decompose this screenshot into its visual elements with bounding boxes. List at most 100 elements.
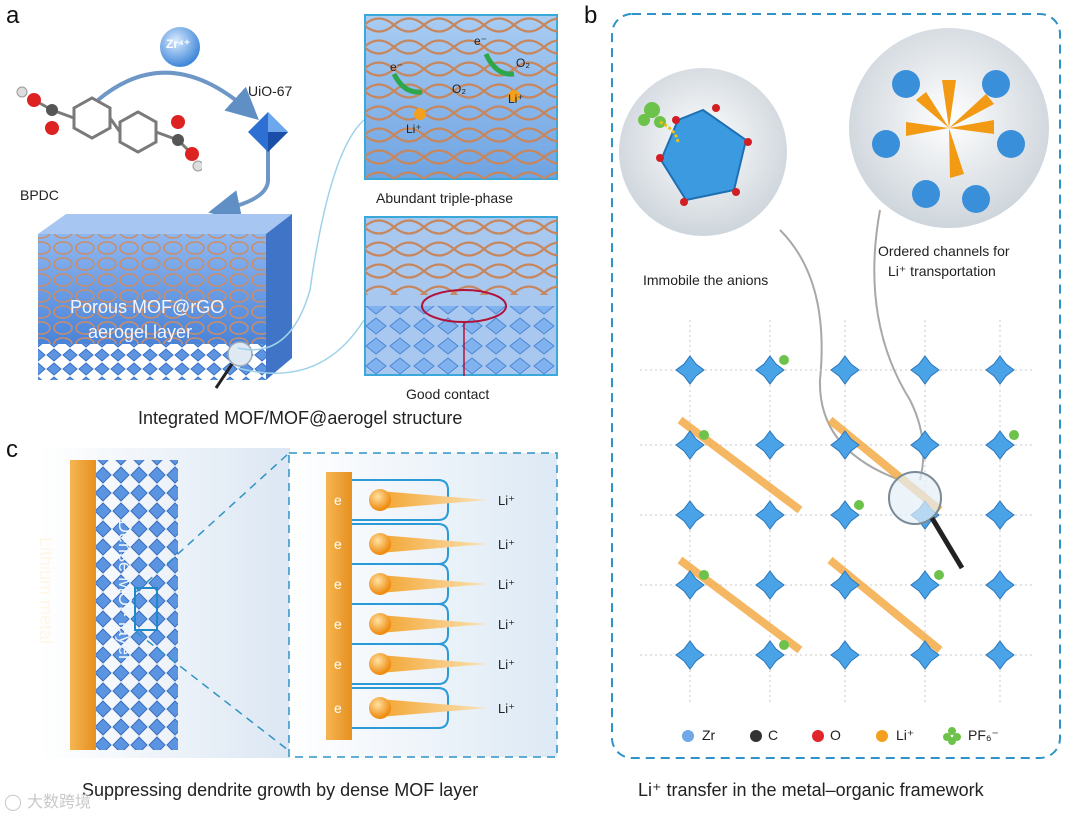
electron-label: e [334,656,342,672]
zr-cluster [830,640,860,670]
li-ion-label: Li⁺ [498,701,515,716]
ordered-channels-caption-line2: Li⁺ transportation [888,263,996,279]
mof-lattice [640,320,1035,705]
watermark-logo-icon: ◯ [4,792,22,811]
zr-cluster [830,570,860,600]
bpdc-label: BPDC [20,187,59,203]
legend-c-swatch [750,730,762,742]
panel-a-caption: Integrated MOF/MOF@aerogel structure [138,408,463,428]
zr-cluster [675,570,705,600]
bpdc-molecule [16,86,202,172]
electron-label: e [334,492,342,508]
zr-cluster [830,355,860,385]
panel-b-legend: Zr C O Li⁺ PF₆⁻ [680,724,1040,748]
uio67-label: UiO-67 [248,83,293,99]
zoom-lines [135,453,289,751]
li-flux-cone [380,655,488,673]
immobile-anions-circle [619,68,787,236]
zr-cluster [910,570,940,600]
zr-cluster [985,430,1015,460]
li-flux-cone [380,699,488,717]
panel-c-caption: Suppressing dendrite growth by dense MOF… [82,780,479,800]
li-flux-cone [380,535,488,553]
inset-oxygen-2: O₂ [516,56,530,70]
legend-o-swatch [812,730,824,742]
li-ion-ball [369,573,391,595]
watermark-text: 大数跨境 [27,792,92,811]
legend-pf6-swatch [943,727,961,745]
magnifier-lens [888,471,942,525]
zr-cluster [675,500,705,530]
panel-c-letter: c [6,436,18,463]
panel-b-caption: Li⁺ transfer in the metal–organic framew… [638,780,984,800]
dense-mof-schematic [40,448,290,758]
panel-b-letter: b [584,2,598,29]
li-ion-label: Li⁺ [498,657,515,672]
li-flux-cone [380,491,488,509]
zr-cluster [755,430,785,460]
legend-li-label: Li⁺ [896,727,915,743]
zr-cluster [755,640,785,670]
magnifier-handle [929,516,965,570]
li-ion-label: Li⁺ [498,493,515,508]
electron-label: e [334,536,342,552]
zr-cluster [675,355,705,385]
good-contact-caption: Good contact [406,386,490,402]
zr-cluster [830,430,860,460]
block-label-line1: Porous MOF@rGO [70,297,225,317]
pf6-anion [699,570,709,580]
immobile-anions-caption: Immobile the anions [643,272,769,288]
good-contact-inset [364,216,558,376]
li-ion-label: Li⁺ [498,537,515,552]
pf6-anion [779,640,789,650]
li-ion-ball [369,697,391,719]
zr-ion-sphere [160,27,200,67]
zr-cluster [830,500,860,530]
pf6-anion [934,570,944,580]
li-ion-ball [369,653,391,675]
zr-cluster [985,570,1015,600]
li-ion-label: Li⁺ [498,577,515,592]
li-ion-ball [369,533,391,555]
inset-lithium-1: Li⁺ [406,122,422,136]
legend-c-label: C [768,727,779,743]
li-channel-arrow [677,416,803,514]
lithium-metal-label: Lithium metal [36,536,57,645]
zr-cluster [910,640,940,670]
ordered-channels-circle [849,28,1049,228]
watermark: ◯ 大数跨境 [4,788,91,812]
legend-zr-swatch [682,730,694,742]
zr-cluster [985,500,1015,530]
block-label-line2: aerogel layer [88,322,193,342]
synthesis-arrows [96,70,270,222]
zr-cluster [755,355,785,385]
li-ion-ball [369,613,391,635]
electron-label: e [334,616,342,632]
zr-cluster [675,640,705,670]
zr-cluster [755,500,785,530]
panel-b-frame [611,13,1061,759]
li-channel-arrow [677,556,803,654]
pf6-anion [854,500,864,510]
zr-ion-label: Zr⁴⁺ [166,37,191,51]
zr-cluster [985,640,1015,670]
zr-cluster [910,430,940,460]
panel-a-letter: a [6,2,20,29]
mof-aerogel-block [38,214,292,389]
electron-label: e [334,700,342,716]
li-ion-ball [369,489,391,511]
zr-cluster [910,355,940,385]
pf6-anion [699,430,709,440]
legend-pf6-label: PF₆⁻ [968,727,999,743]
inset-connectors [237,119,365,375]
zr-cluster [755,570,785,600]
inset-lithium-2: Li⁺ [508,92,524,106]
li-ion-label: Li⁺ [498,617,515,632]
pf6-anion [779,355,789,365]
inset-oxygen-1: O₂ [452,82,466,96]
legend-li-swatch [876,730,888,742]
electron-label: e [334,576,342,592]
zr-cluster [985,355,1015,385]
ordered-channels-caption-line1: Ordered channels for [878,243,1010,259]
